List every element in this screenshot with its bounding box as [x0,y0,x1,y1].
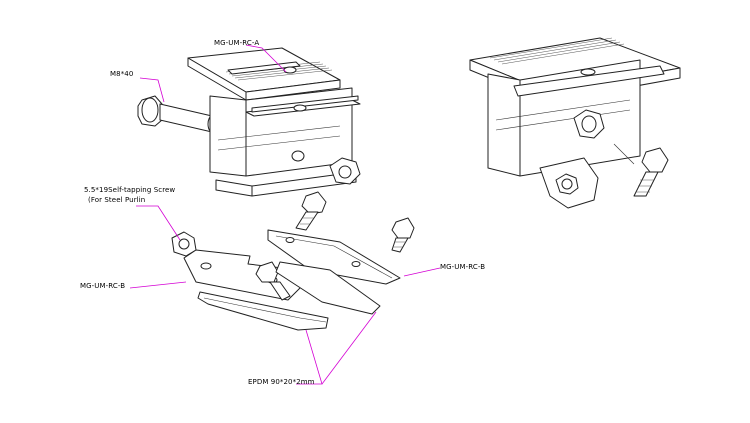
leader-epdm-2 [321,311,377,385]
label-clamp-b-left: MG-UM-RC-B [80,282,126,290]
leader-epdm-1 [296,329,323,385]
leader-clamp-a [245,44,287,73]
self-tapping-screw-left [255,261,291,301]
label-epdm: EPDM 90*20*2mm [248,378,315,386]
self-tapping-screw-right [633,147,669,197]
clamp-b-plate-right [267,229,401,285]
label-clamp-b-right: MG-UM-RC-B [440,263,486,271]
leader-lines [129,44,441,385]
rail-clamp-a-assembly [137,47,361,197]
leader-screw [136,205,181,241]
clamp-body [209,87,361,197]
hex-nut-left [171,231,197,257]
exploded-bottom-parts [171,191,415,331]
hex-bolt-side [573,109,605,139]
leader-clamp-b-right [403,267,441,277]
label-screw-line2: (For Steel Purlin [88,196,146,204]
label-screw-line1: 5.5*19Self-tapping Screw [84,186,176,194]
hex-bolt-m8 [137,95,217,133]
clamp-top-cap [187,47,341,101]
leader-bolt [139,77,165,103]
bottom-bracket [539,157,599,209]
label-clamp-a: MG-UM-RC-A [214,39,260,47]
rail-clamp-assembled-view [469,37,681,209]
label-bolt: M8*40 [110,70,134,78]
clamp-bar [275,261,381,315]
hex-nut [329,157,361,185]
epdm-pad [197,291,329,331]
leader-clamp-b-left [129,281,187,289]
self-tapping-screw-upper [295,191,327,231]
self-tapping-screw-mid [391,217,415,253]
